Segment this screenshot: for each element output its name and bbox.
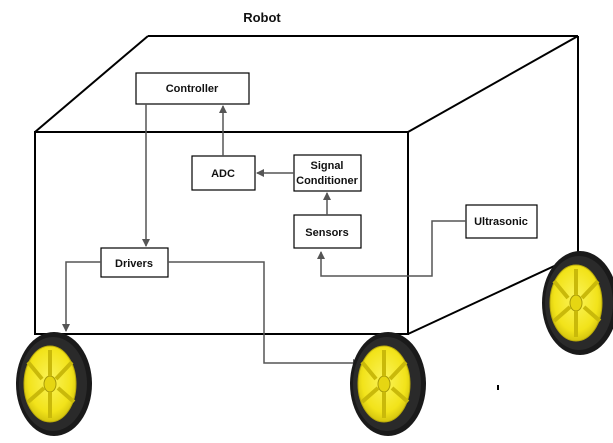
signal-conditioner-label-line2: Conditioner	[296, 175, 358, 187]
robot-body-outline	[34, 35, 579, 335]
sensors-block: Sensors	[293, 214, 362, 249]
wheel-icon	[14, 330, 94, 438]
adc-block: ADC	[191, 155, 256, 191]
signal-conditioner-label-line1: Signal	[310, 160, 343, 172]
controller-block: Controller	[135, 72, 250, 105]
wheel-icon	[348, 330, 428, 438]
ultrasonic-to-sensors-arrow	[317, 220, 466, 277]
adc-label: ADC	[211, 168, 235, 180]
drivers-label: Drivers	[115, 258, 153, 270]
controller-label: Controller	[166, 83, 219, 95]
drivers-to-right-wheel-arrow	[168, 261, 361, 367]
sensors-label: Sensors	[305, 227, 348, 239]
signal-conditioner-block: Signal Conditioner	[293, 154, 362, 192]
ultrasonic-label: Ultrasonic	[474, 216, 528, 228]
diagram-title: Robot	[243, 10, 281, 25]
drivers-block: Drivers	[100, 247, 169, 278]
ultrasonic-block: Ultrasonic	[465, 204, 538, 239]
drivers-to-left-wheel-arrow	[62, 261, 101, 332]
stray-mark	[497, 385, 499, 390]
